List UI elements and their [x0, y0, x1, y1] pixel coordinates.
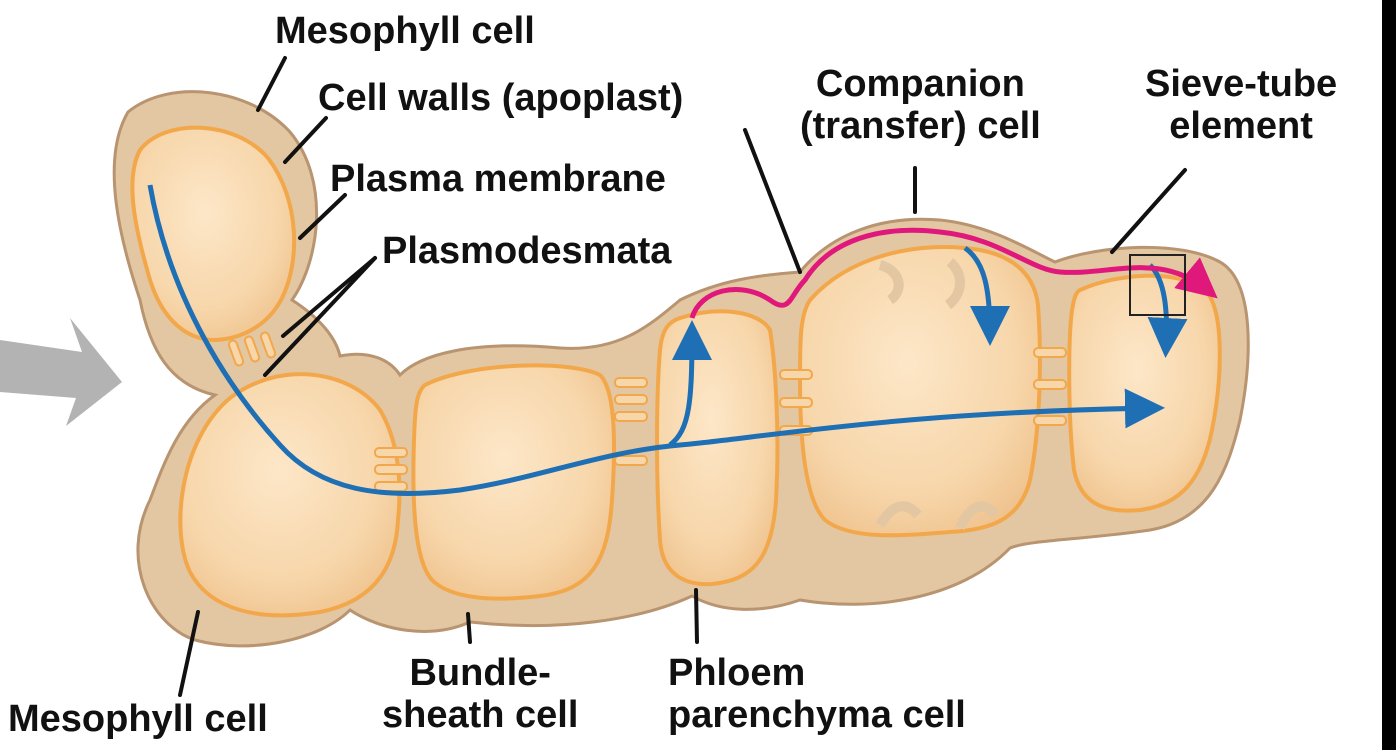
- label-bundle-sheath: Bundle- sheath cell: [382, 652, 578, 736]
- label-cell-walls: Cell walls (apoplast): [318, 77, 683, 119]
- label-phloem-line2: parenchyma cell: [668, 694, 966, 736]
- entry-arrow-icon: [0, 318, 122, 426]
- companion-transfer-cell: [800, 247, 1040, 535]
- sieve-tube-element: [1069, 276, 1220, 511]
- label-phloem-line1: Phloem: [668, 652, 966, 694]
- label-mesophyll-cell-top: Mesophyll cell: [275, 10, 535, 52]
- edge-bar: [1382, 0, 1396, 750]
- label-plasma-membrane: Plasma membrane: [330, 158, 666, 200]
- label-companion-cell: Companion (transfer) cell: [800, 63, 1041, 147]
- label-bundle-line1: Bundle-: [382, 652, 578, 694]
- label-phloem-parenchyma: Phloem parenchyma cell: [668, 652, 966, 736]
- label-sieve-line2: element: [1145, 105, 1337, 147]
- label-bundle-line2: sheath cell: [382, 694, 578, 736]
- label-sieve-tube: Sieve-tube element: [1145, 63, 1337, 147]
- label-mesophyll-cell-bottom: Mesophyll cell: [8, 698, 268, 740]
- label-companion-line2: (transfer) cell: [800, 105, 1041, 147]
- label-sieve-line1: Sieve-tube: [1145, 63, 1337, 105]
- label-companion-line1: Companion: [800, 63, 1041, 105]
- label-plasmodesmata: Plasmodesmata: [382, 230, 671, 272]
